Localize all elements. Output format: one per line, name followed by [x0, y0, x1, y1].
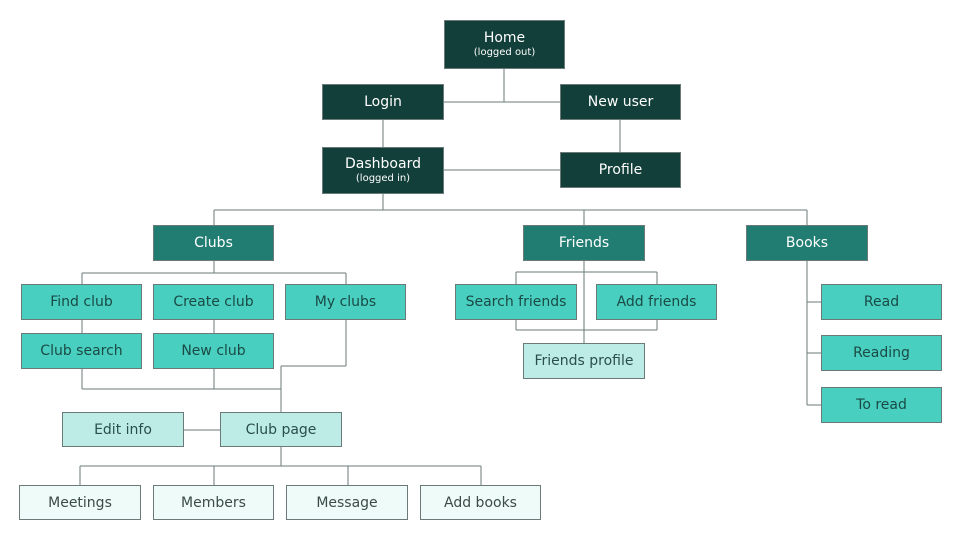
node-home: Home (logged out) [444, 20, 565, 69]
node-edit-info: Edit info [62, 412, 184, 447]
node-friends: Friends [523, 225, 645, 261]
node-club-page: Club page [220, 412, 342, 447]
node-add-books: Add books [420, 485, 541, 520]
node-new-club: New club [153, 333, 274, 369]
node-edit-info-label: Edit info [94, 421, 152, 438]
node-read: Read [821, 284, 942, 320]
node-find-club: Find club [21, 284, 142, 320]
node-dashboard-label: Dashboard [345, 156, 421, 172]
node-to-read-label: To read [856, 397, 907, 413]
node-books: Books [746, 225, 868, 261]
node-club-page-label: Club page [245, 421, 317, 438]
node-find-club-label: Find club [50, 294, 113, 310]
node-home-label: Home [483, 30, 526, 46]
node-my-clubs: My clubs [285, 284, 406, 320]
node-members: Members [153, 485, 274, 520]
node-add-friends-label: Add friends [616, 294, 697, 310]
node-new-user-label: New user [587, 94, 654, 110]
node-login-label: Login [364, 94, 402, 110]
node-add-books-label: Add books [444, 494, 517, 511]
node-message-label: Message [316, 494, 378, 511]
node-dashboard: Dashboard (logged in) [322, 147, 444, 194]
node-message: Message [286, 485, 408, 520]
node-create-club: Create club [153, 284, 274, 320]
node-create-club-label: Create club [173, 294, 254, 310]
node-clubs-label: Clubs [194, 235, 233, 251]
node-profile: Profile [560, 152, 681, 188]
node-new-user: New user [560, 84, 681, 120]
node-login: Login [322, 84, 444, 120]
node-meetings-label: Meetings [48, 494, 112, 511]
node-club-search: Club search [21, 333, 142, 369]
node-friends-label: Friends [558, 235, 610, 251]
node-club-search-label: Club search [40, 343, 123, 359]
node-search-friends: Search friends [455, 284, 577, 320]
node-friends-profile: Friends profile [523, 343, 645, 379]
node-friends-profile-label: Friends profile [534, 353, 634, 369]
node-to-read: To read [821, 387, 942, 423]
node-my-clubs-label: My clubs [314, 294, 377, 310]
node-reading: Reading [821, 335, 942, 371]
node-members-label: Members [181, 494, 246, 511]
node-meetings: Meetings [19, 485, 141, 520]
node-search-friends-label: Search friends [465, 294, 567, 310]
node-read-label: Read [863, 294, 900, 310]
node-profile-label: Profile [598, 162, 643, 178]
node-clubs: Clubs [153, 225, 274, 261]
node-dashboard-sublabel: (logged in) [355, 173, 411, 184]
node-add-friends: Add friends [596, 284, 717, 320]
node-books-label: Books [785, 235, 829, 251]
node-reading-label: Reading [853, 345, 910, 361]
node-home-sublabel: (logged out) [473, 47, 536, 58]
node-new-club-label: New club [181, 343, 246, 359]
